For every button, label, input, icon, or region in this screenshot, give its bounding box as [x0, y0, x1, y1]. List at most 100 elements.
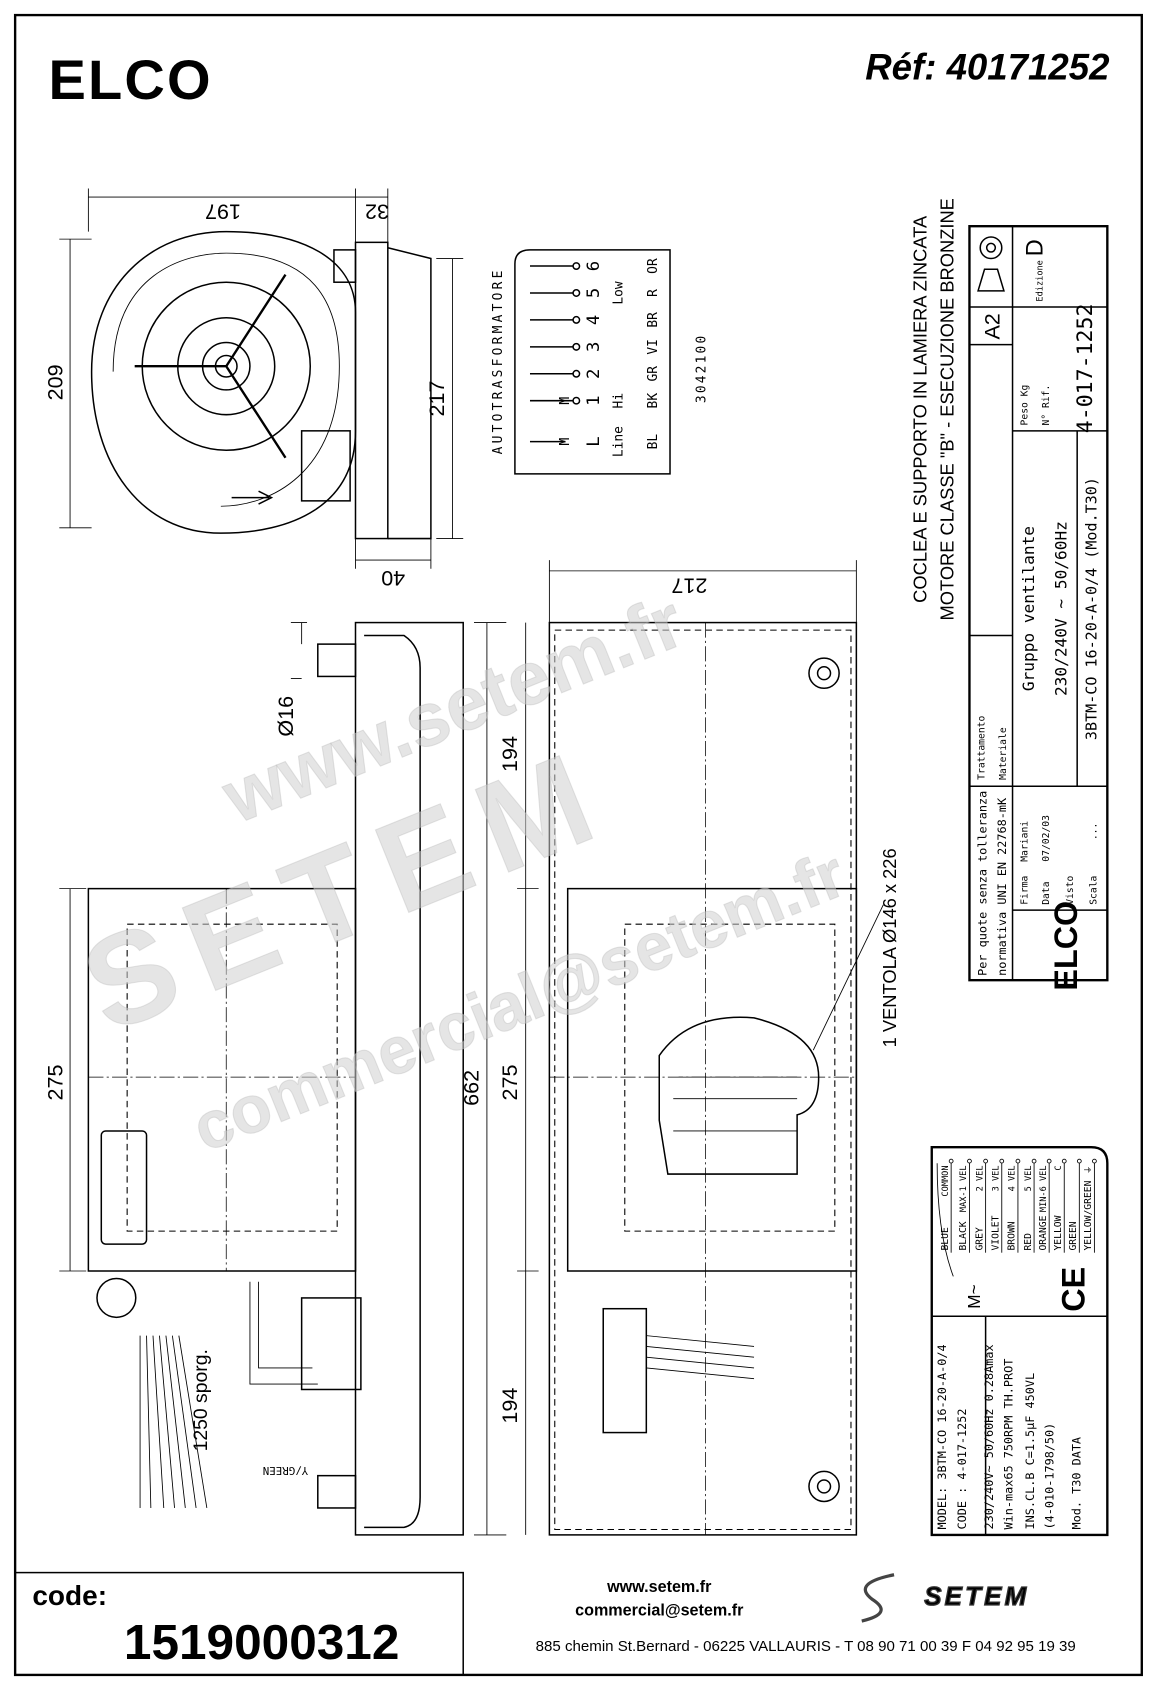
tap-wire-color: BR — [646, 312, 661, 328]
tap-function: Low — [612, 281, 627, 305]
data-value: 07/02/03 — [1041, 815, 1052, 862]
wire-function: C — [1054, 1165, 1064, 1170]
setem-logo: SETEM — [861, 1573, 1029, 1623]
svg-text:SETEM: SETEM — [924, 1583, 1029, 1611]
dim-197: 197 — [205, 200, 241, 224]
wire-color: RED — [1023, 1233, 1034, 1251]
tap-mark: M — [558, 397, 573, 405]
dim-275-left: 275 — [44, 1065, 68, 1101]
rif-label: N° Rif. — [1041, 385, 1052, 426]
wire-function: MAX-1 VEL — [959, 1165, 969, 1212]
tap-wire-color: BK — [646, 393, 661, 409]
tap-function: Hi — [612, 393, 627, 409]
elco-logo: ELCO — [49, 48, 213, 111]
wire-terminal-icon — [1046, 1158, 1052, 1164]
wire-color: GREY — [974, 1227, 985, 1250]
wire-function: MIN-6 VEL — [1039, 1165, 1049, 1212]
wire-terminal-icon — [1031, 1158, 1037, 1164]
fan-side-view-left: Ø16 275 662 1250 sporg. Y/GREEN — [44, 621, 507, 1536]
firma-label: Firma — [1020, 875, 1031, 904]
tap-terminal-icon — [572, 315, 581, 324]
wire-function: ⏚ — [1083, 1165, 1094, 1174]
motor-symbol: M~ — [964, 1284, 984, 1308]
tap-pin: 6 — [584, 261, 604, 271]
wire-terminal-icon — [1076, 1158, 1082, 1164]
wire-bundle-line — [936, 1163, 954, 1277]
tap-wire-color: GR — [646, 366, 661, 382]
edizione-value: D — [1023, 239, 1049, 256]
tap-function: Line — [612, 426, 627, 457]
wire-color: YELLOW — [1053, 1215, 1064, 1250]
tap-pin: 1 — [584, 396, 604, 406]
wire-terminal-icon — [1092, 1158, 1097, 1164]
autotransformer-part-number: 3042100 — [695, 334, 710, 403]
wire-terminal-icon — [1061, 1158, 1067, 1164]
tap-wire-color: OR — [646, 258, 661, 274]
dim-194-top: 194 — [498, 736, 522, 772]
plate-line: 230/240V~ 50/60Hz 0.28Amax — [982, 1344, 996, 1529]
dim-diameter-16: Ø16 — [274, 696, 298, 737]
code-label: code: — [32, 1580, 107, 1611]
plate-line: Mod. T30 DATA — [1069, 1437, 1083, 1530]
tap-terminal-icon — [572, 342, 581, 351]
title-block: Per quote senza tolleranza normativa UNI… — [968, 225, 1109, 991]
dim-275-right: 275 — [498, 1065, 522, 1101]
tap-pin: 5 — [584, 288, 604, 298]
autotransformer-title: AUTOTRASFORMATORE — [491, 267, 506, 454]
tap-terminal-icon — [572, 288, 581, 297]
tap-wire-color: BL — [646, 434, 661, 450]
tap-mark: M — [558, 438, 573, 446]
note-motor: MOTORE CLASSE "B" - ESECUZIONE BRONZINE — [936, 198, 957, 620]
fan-front-view: 197 32 209 217 40 — [44, 188, 464, 590]
drawing-number: 4-017-1252 — [1073, 304, 1098, 434]
dim-662: 662 — [459, 1070, 483, 1106]
projection-symbol-icon — [977, 236, 1005, 292]
tap-pin: 4 — [584, 315, 604, 325]
firma-value: Mariani — [1020, 821, 1031, 862]
wire-function: 5 VEL — [1024, 1165, 1034, 1191]
edizione-label: Edizione — [1036, 260, 1046, 301]
plate-line: (4-010-1798/50) — [1042, 1423, 1056, 1530]
description-line-2: 230/240V ~ 50/60Hz — [1051, 521, 1070, 696]
reference-number: Réf: 40171252 — [865, 47, 1109, 88]
wire-color: VIOLET — [991, 1215, 1002, 1250]
wire-color: BLUE — [940, 1227, 951, 1250]
wire-color: YELLOW/GREEN — [1083, 1180, 1094, 1250]
wire-color: GREEN — [1068, 1221, 1079, 1250]
note-housing: COCLEA E SUPPORTO IN LAMIERA ZINCATA — [909, 215, 930, 603]
tap-pin: 3 — [584, 342, 604, 352]
wire-color: BLACK — [958, 1221, 969, 1250]
description-line-1: Gruppo ventilante — [1019, 526, 1038, 691]
wire-function: COMMON — [941, 1165, 951, 1196]
website-link[interactable]: www.setem.fr — [606, 1578, 712, 1596]
dim-217-side: 217 — [425, 381, 449, 417]
plate-line: MODEL: 3BTM-CO 16-20-A-0/4 — [935, 1344, 949, 1529]
wire-terminal-icon — [1015, 1158, 1021, 1164]
wire-function: 3 VEL — [992, 1165, 1002, 1191]
data-label: Data — [1041, 881, 1052, 904]
cable-length-label: 1250 sporg. — [190, 1349, 212, 1451]
tap-wire-color: VI — [646, 339, 661, 355]
wire-function: 4 VEL — [1008, 1165, 1018, 1191]
dim-217-bottom: 217 — [671, 573, 707, 597]
dim-209: 209 — [44, 364, 68, 400]
wire-function: 2 VEL — [975, 1165, 985, 1191]
plate-line: INS.CL.B C=1.5µF 450VL — [1023, 1373, 1037, 1530]
description-line-3: 3BTM-CO 16-20-A-0/4 (Mod.T30) — [1083, 477, 1101, 740]
tap-terminal-icon — [572, 369, 581, 378]
code-value: 1519000312 — [124, 1615, 399, 1670]
fan-side-view-right: 217 194 275 194 1 VENTOLA Ø146 x 226 — [498, 560, 900, 1536]
tap-pin: L — [584, 436, 604, 446]
footer: code: 1519000312 www.setem.fr commercial… — [14, 1571, 1076, 1676]
email-link[interactable]: commercial@setem.fr — [575, 1602, 744, 1620]
trattamento-label: Trattamento — [977, 716, 988, 780]
fan-callout: 1 VENTOLA Ø146 x 226 — [879, 848, 900, 1047]
dim-194-bottom: 194 — [498, 1388, 522, 1424]
dim-40: 40 — [381, 566, 405, 590]
wire-terminal-icon — [999, 1158, 1005, 1164]
wire-color: BROWN — [1007, 1221, 1018, 1250]
tap-terminal-icon — [572, 396, 581, 405]
